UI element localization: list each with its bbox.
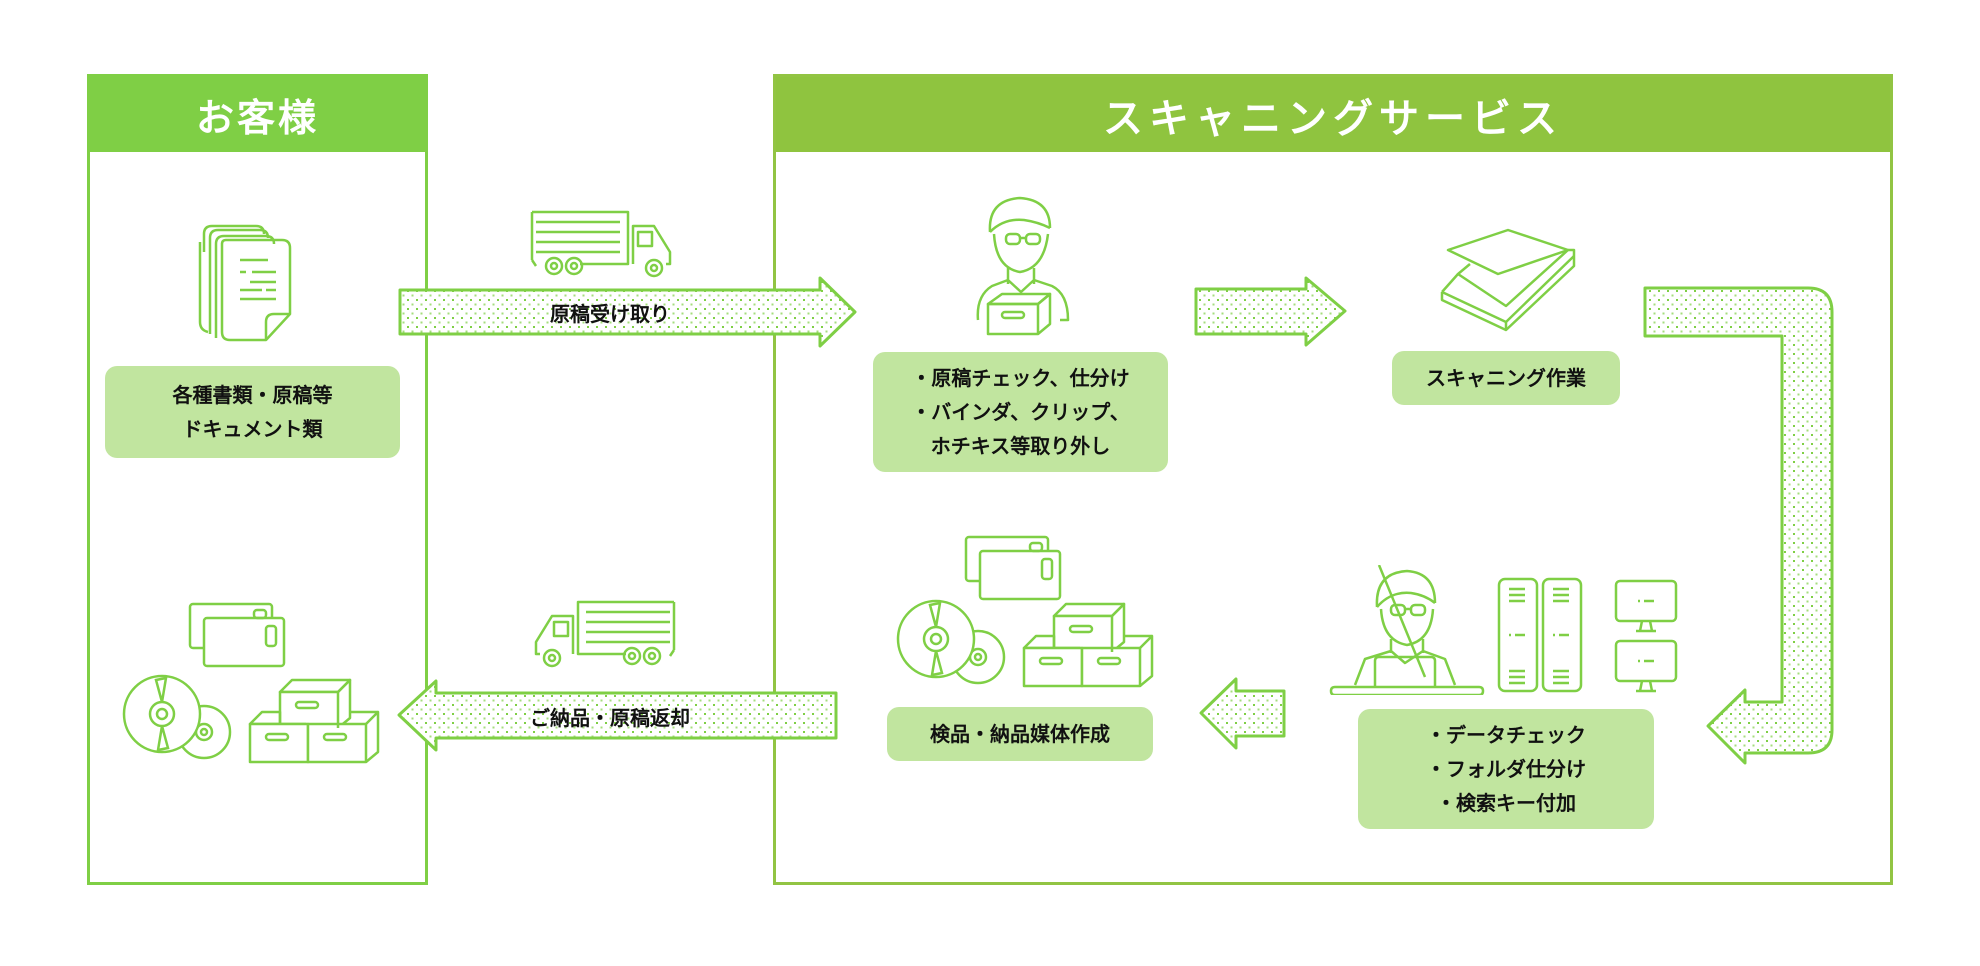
truck-icon bbox=[534, 600, 676, 668]
disc-icon bbox=[122, 674, 232, 760]
customer-header: お客様 bbox=[90, 77, 425, 152]
check-step-label: ・原稿チェック、仕分け ・バインダ、クリップ、 ホチキス等取り外し bbox=[873, 352, 1168, 472]
pickup-flow-label: 原稿受け取り bbox=[550, 302, 670, 326]
scan-step-line: スキャニング作業 bbox=[1426, 366, 1586, 390]
customer-panel: お客様 bbox=[87, 74, 428, 885]
arrow-left-icon bbox=[397, 679, 838, 752]
boxes-icon bbox=[248, 678, 380, 764]
media-step-label: 検品・納品媒体作成 bbox=[887, 707, 1153, 761]
scan-step-label: スキャニング作業 bbox=[1392, 351, 1620, 405]
return-flow-label: ご納品・原稿返却 bbox=[530, 706, 690, 730]
worker-with-box-icon bbox=[976, 196, 1070, 336]
data-step-line: ・フォルダ仕分け bbox=[1426, 757, 1586, 781]
arrow-right-icon bbox=[398, 276, 857, 348]
truck-icon bbox=[530, 210, 672, 278]
check-step-line: ・バインダ、クリップ、 bbox=[911, 400, 1130, 424]
media-step-line: 検品・納品媒体作成 bbox=[930, 722, 1110, 746]
data-step-label: ・データチェック ・フォルダ仕分け ・検索キー付加 bbox=[1358, 709, 1654, 829]
scanning-service-header: スキャニングサービス bbox=[776, 77, 1890, 152]
boxes-icon bbox=[1022, 602, 1154, 688]
data-step-line: ・データチェック bbox=[1426, 723, 1586, 747]
scanner-icon bbox=[1440, 228, 1576, 332]
storage-media-icon bbox=[188, 602, 286, 668]
data-step-line: ・検索キー付加 bbox=[1436, 791, 1576, 815]
monitor-icon bbox=[1614, 579, 1678, 693]
documents-label: 各種書類・原稿等 ドキュメント類 bbox=[105, 366, 400, 458]
check-step-line: ・原稿チェック、仕分け bbox=[911, 366, 1130, 390]
server-icon bbox=[1497, 577, 1583, 693]
u-turn-arrow-icon bbox=[1643, 286, 1834, 765]
check-step-line: ホチキス等取り外し bbox=[930, 434, 1111, 458]
disc-icon bbox=[896, 599, 1006, 685]
arrow-right-icon bbox=[1194, 276, 1347, 347]
documents-label-line: 各種書類・原稿等 bbox=[172, 383, 333, 407]
worker-at-computer-icon bbox=[1329, 565, 1485, 695]
arrow-left-icon bbox=[1199, 677, 1286, 750]
storage-media-icon bbox=[964, 535, 1062, 601]
documents-icon bbox=[198, 224, 292, 342]
documents-label-line: ドキュメント類 bbox=[182, 417, 323, 441]
scanning-service-panel: スキャニングサービス bbox=[773, 74, 1893, 885]
